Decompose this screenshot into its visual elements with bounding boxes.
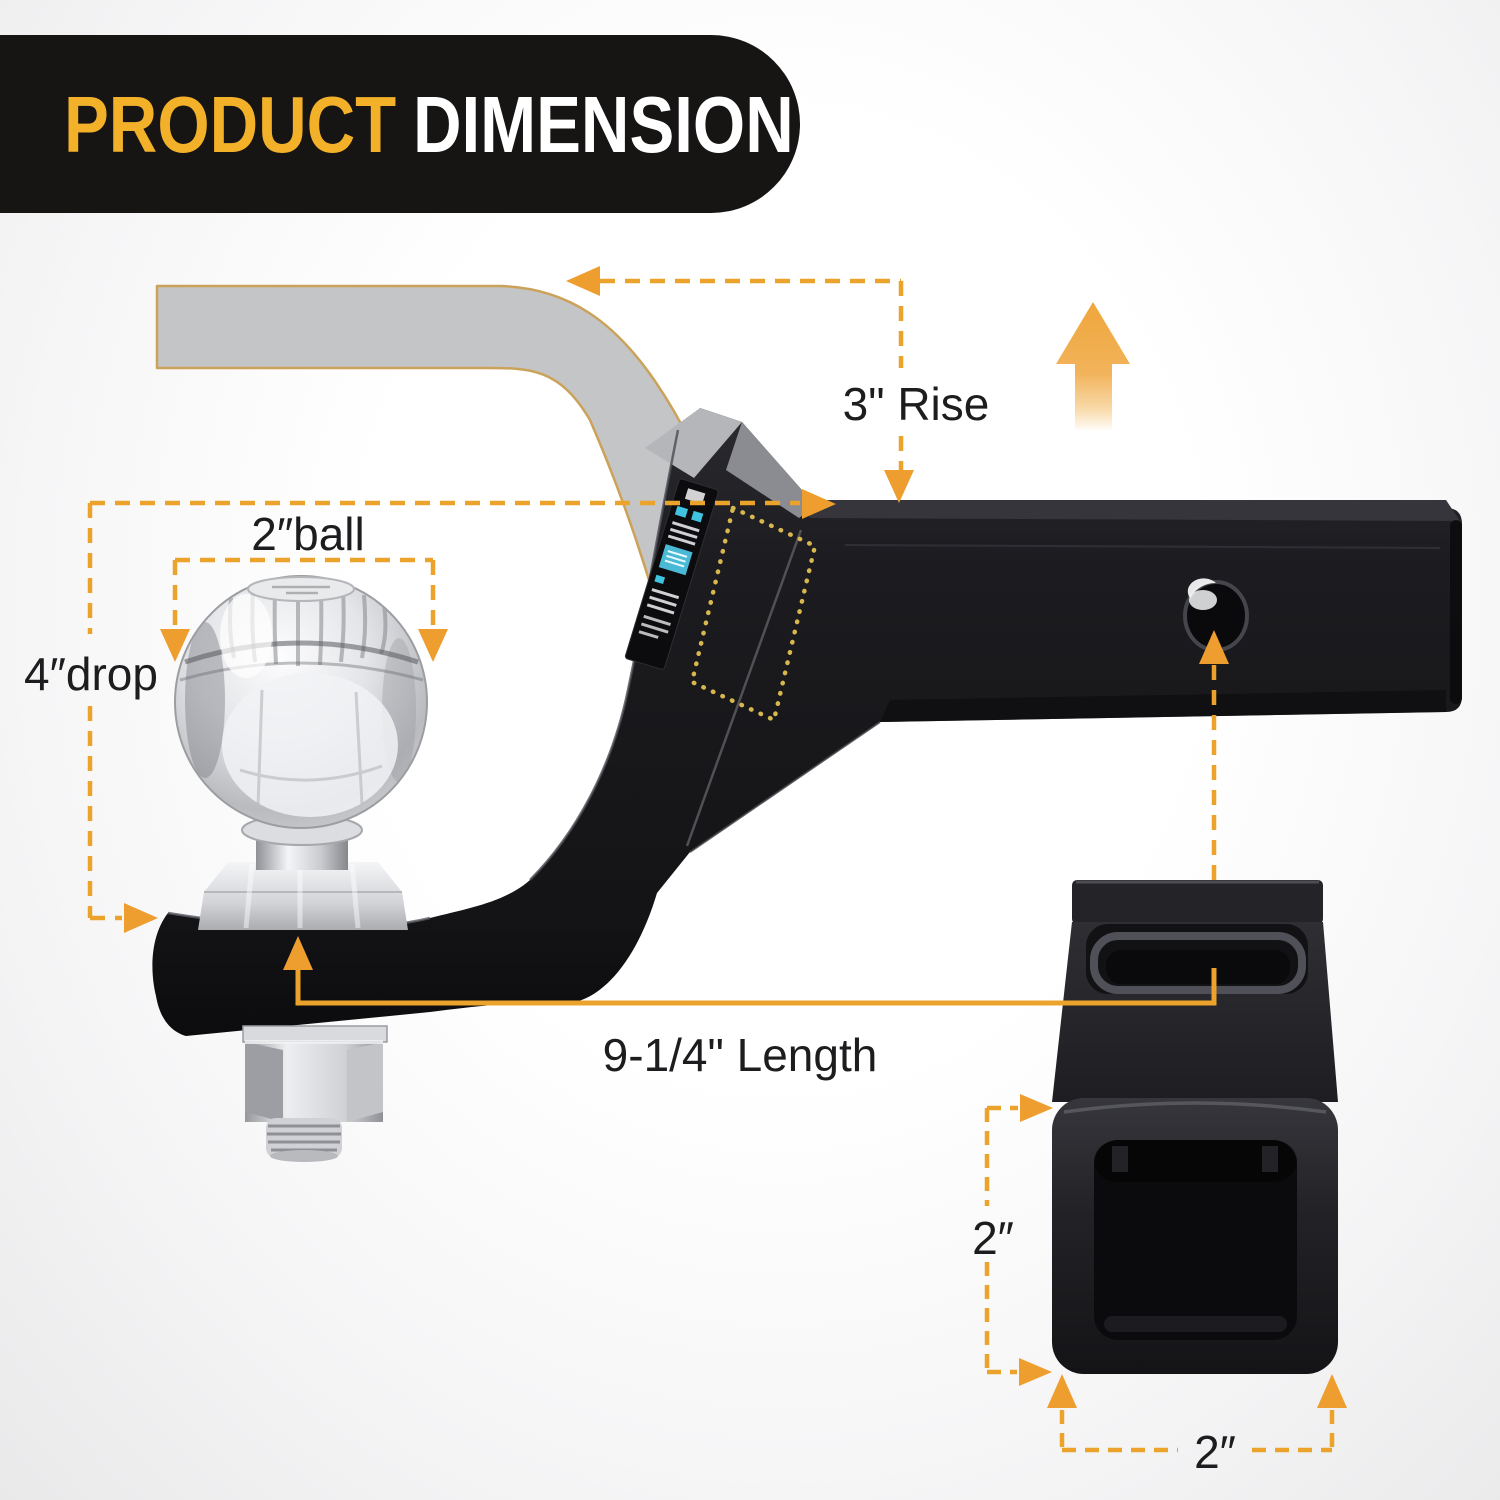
arrow-up-icon	[1317, 1374, 1347, 1408]
dim-receiver-width-label: 2″	[1194, 1426, 1236, 1478]
hex-nut	[245, 1040, 383, 1122]
arrow-up-icon	[1199, 630, 1229, 664]
shank-face-highlight	[844, 544, 1441, 549]
hitch-ball-assembly	[174, 575, 428, 1162]
shank-hole	[1183, 578, 1249, 652]
gusset-edge-highlight	[689, 721, 881, 853]
arrow-down-icon	[160, 629, 190, 662]
dim-receiver-width: 2″	[1047, 1374, 1347, 1478]
shank-top-face	[800, 500, 1460, 521]
arrow-right-icon	[1020, 1094, 1053, 1122]
arrow-right-icon	[1019, 1358, 1052, 1386]
dim-drop: 4″drop	[24, 489, 836, 933]
shank-end-face	[1450, 520, 1462, 704]
dimension-annotations: 3" Rise 4″drop 2″ball 9-1/4" Length	[24, 266, 1347, 1478]
arrow-right-icon	[124, 903, 158, 933]
receiver-opening	[1094, 1140, 1297, 1340]
hidden-section-dotted-outline	[689, 504, 818, 724]
arrow-up-icon	[283, 936, 313, 970]
hitch-ball	[174, 575, 428, 829]
rise-direction-arrow-icon	[1056, 302, 1130, 430]
dim-rise-label: 3" Rise	[843, 378, 990, 430]
arrow-left-icon	[566, 266, 600, 296]
arrow-right-icon	[802, 489, 836, 519]
drop-bar-tip-face	[645, 408, 742, 478]
product-label	[624, 478, 719, 670]
receiver-back-plate	[1072, 880, 1323, 924]
receiver-flange-highlight	[1063, 1101, 1327, 1114]
receiver-tube	[1052, 880, 1338, 1374]
banner-title-product: PRODUCT	[64, 79, 396, 169]
dim-length: 9-1/4" Length	[283, 630, 1229, 1081]
receiver-inner-lip	[1090, 932, 1306, 994]
dim-receiver-height-label: 2″	[972, 1212, 1014, 1264]
banner-title-dimension: DIMENSION	[413, 79, 794, 169]
drop-bar-left-edge	[529, 429, 680, 881]
washer	[242, 1025, 388, 1043]
weld-seam	[685, 529, 803, 847]
ball-base	[198, 862, 408, 930]
dim-ball: 2″ball	[160, 508, 448, 662]
drop-bar-bevel	[726, 422, 816, 518]
dim-drop-label: 4″drop	[24, 648, 158, 700]
ball-top-flat	[247, 576, 355, 602]
dim-ball-label: 2″ball	[251, 508, 364, 560]
shank-bottom-shade	[880, 690, 1446, 722]
arrow-down-icon	[884, 470, 914, 503]
banner-background	[0, 35, 800, 213]
arrow-down-icon	[418, 629, 448, 662]
threaded-stud	[266, 1118, 342, 1162]
dim-receiver-height: 2″	[972, 1094, 1053, 1386]
mount-silhouette	[152, 408, 1463, 1036]
arrow-up-icon	[1047, 1374, 1077, 1408]
dim-rise: 3" Rise	[566, 266, 989, 503]
dim-length-label: 9-1/4" Length	[603, 1029, 878, 1081]
ghost-bar	[155, 284, 732, 602]
